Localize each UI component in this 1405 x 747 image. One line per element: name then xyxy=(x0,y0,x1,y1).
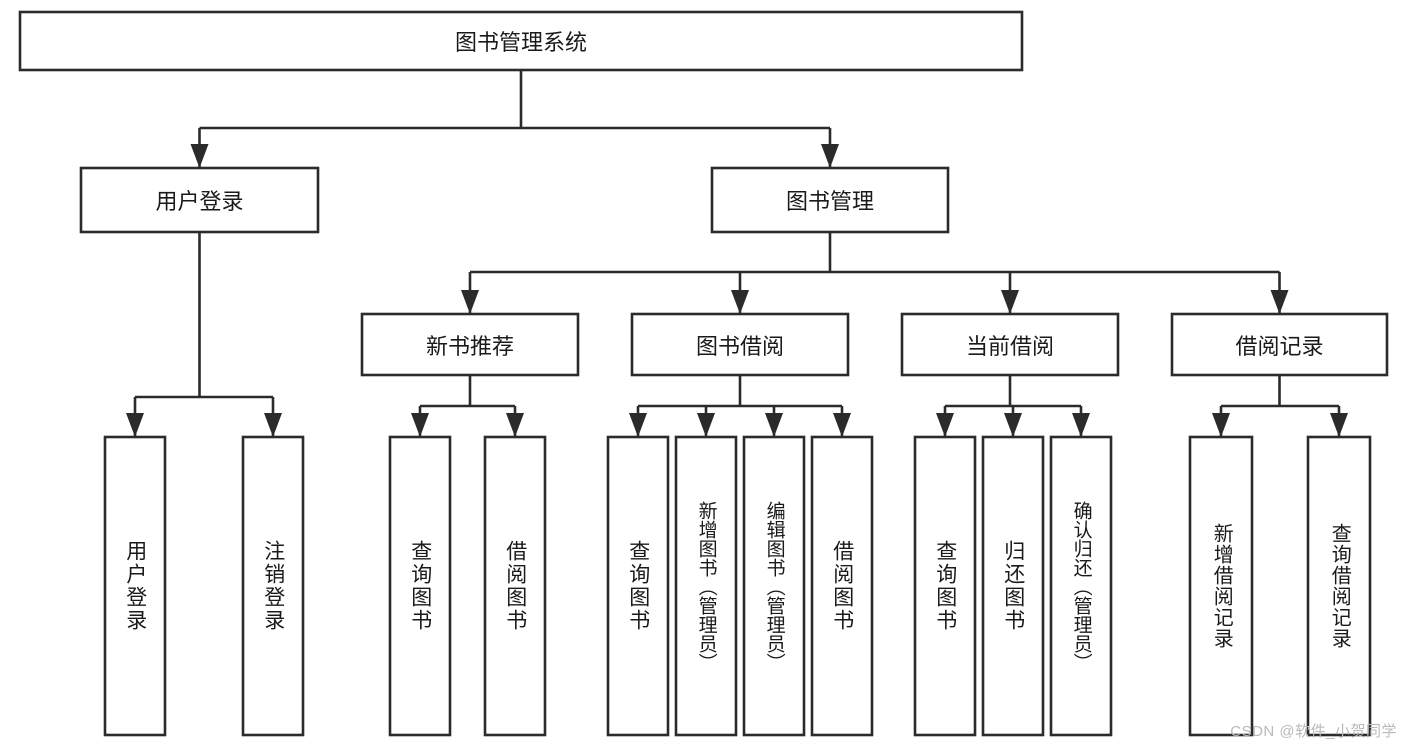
node-box-新增图书管理员[interactable] xyxy=(674,435,738,737)
node-box-新书推荐[interactable] xyxy=(360,312,580,377)
arrow-head-l3-3-1 xyxy=(1330,413,1348,437)
node-box-查询图书[interactable] xyxy=(913,435,977,737)
arrow-head-books-1 xyxy=(731,290,749,314)
node-box-用户登录[interactable] xyxy=(103,435,167,737)
node-box-借阅记录[interactable] xyxy=(1170,312,1389,377)
arrow-head-login-0 xyxy=(126,413,144,437)
boxes-layer xyxy=(18,10,1389,737)
arrow-head-l3-1-1 xyxy=(697,413,715,437)
arrow-head-l3-2-1 xyxy=(1004,413,1022,437)
connectors-layer xyxy=(126,70,1348,437)
arrow-head-books-3 xyxy=(1270,290,1289,314)
node-box-新增借阅记录[interactable] xyxy=(1188,435,1254,737)
arrow-head-l3-1-2 xyxy=(765,413,783,437)
node-box-查询图书[interactable] xyxy=(388,435,452,737)
arrow-head-l3-0-1 xyxy=(506,413,524,437)
node-box-图书管理系统[interactable] xyxy=(18,10,1024,72)
node-box-查询借阅记录[interactable] xyxy=(1306,435,1372,737)
watermark-label: CSDN @软件_小贺同学 xyxy=(1230,723,1397,740)
arrow-head-books-0 xyxy=(461,290,479,314)
node-box-图书借阅[interactable] xyxy=(630,312,850,377)
arrow-head-l3-3-0 xyxy=(1212,413,1230,437)
arrow-head-l3-2-0 xyxy=(936,413,954,437)
arrow-head-l3-1-3 xyxy=(833,413,851,437)
arrow-head-l3-1-0 xyxy=(629,413,647,437)
node-box-用户登录[interactable] xyxy=(79,166,320,234)
node-box-借阅图书[interactable] xyxy=(810,435,874,737)
node-box-借阅图书[interactable] xyxy=(483,435,547,737)
node-box-确认归还管理员[interactable] xyxy=(1049,435,1113,737)
arrow-head-root-0 xyxy=(190,144,209,168)
node-box-查询图书[interactable] xyxy=(606,435,670,737)
arrow-head-login-1 xyxy=(264,413,282,437)
arrow-head-l3-0-0 xyxy=(411,413,429,437)
node-box-当前借阅[interactable] xyxy=(900,312,1120,377)
arrow-head-l3-2-2 xyxy=(1072,413,1090,437)
arrow-head-books-2 xyxy=(1001,290,1019,314)
node-box-编辑图书管理员[interactable] xyxy=(742,435,806,737)
node-box-注销登录[interactable] xyxy=(241,435,305,737)
node-box-归还图书[interactable] xyxy=(981,435,1045,737)
arrow-head-root-1 xyxy=(821,144,839,168)
node-box-图书管理[interactable] xyxy=(710,166,950,234)
